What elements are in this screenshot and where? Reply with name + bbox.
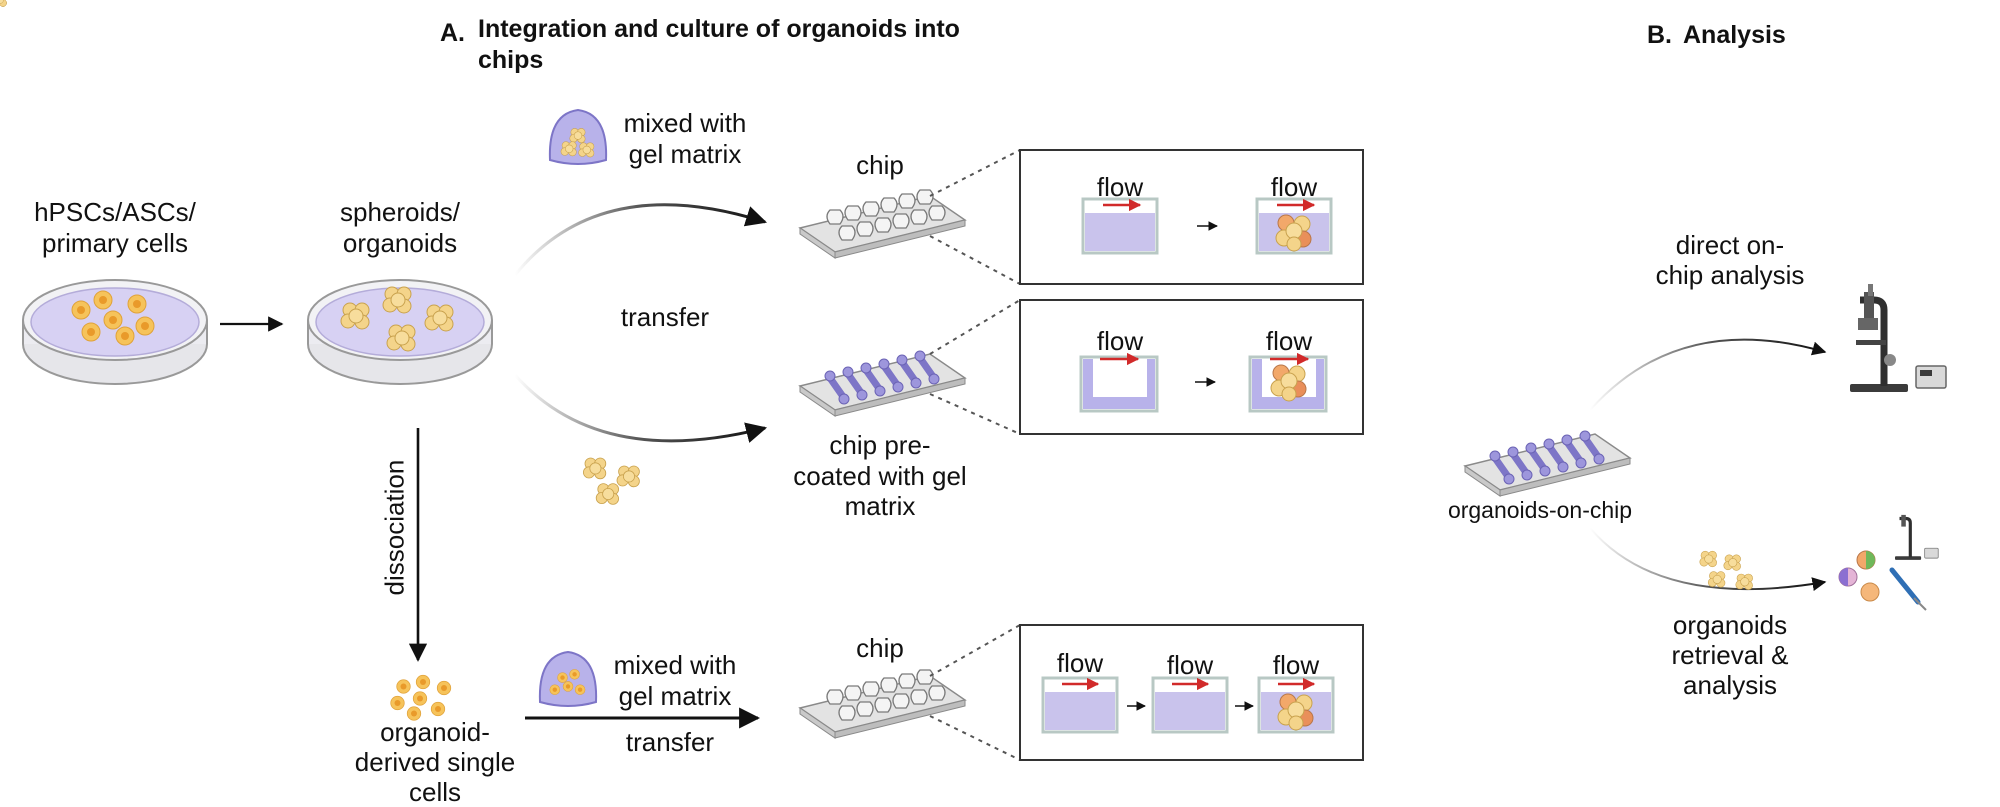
label-flow-mid-1: flow (1096, 326, 1144, 356)
arrow-to-chip-top (513, 203, 768, 276)
label-source-cells-1: hPSCs/ASCs/ (34, 197, 196, 227)
label-transfer-middle: transfer (620, 302, 710, 332)
label-direct-analysis-2: chip analysis (1655, 260, 1805, 290)
label-organoids-on-chip: organoids-on-chip (1447, 497, 1633, 523)
label-flow-top-1: flow (1096, 172, 1144, 202)
well-mid-2 (1248, 352, 1328, 413)
gel-drop-top (548, 109, 608, 165)
chip-organoids-on-chip (1465, 431, 1630, 496)
label-flow-top-2: flow (1270, 172, 1318, 202)
well-bot-1 (0, 0, 1119, 734)
label-transfer-bottom: transfer (625, 727, 715, 757)
label-flow-mid-2: flow (1265, 326, 1313, 356)
chip-top (799, 189, 966, 259)
microscope-icon (1850, 284, 1947, 392)
retrieved-organoids (1699, 550, 1753, 590)
well-top-2 (1255, 197, 1333, 255)
label-chip-bottom: chip (856, 633, 904, 663)
well-top-1 (0, 0, 1159, 255)
label-flow-bot-2: flow (1166, 650, 1214, 680)
label-chip-precoated-3: matrix (844, 491, 916, 521)
label-direct-analysis-1: direct on- (1675, 230, 1785, 260)
label-mixed-gel-bottom-1: mixed with (613, 650, 737, 680)
label-chip-top: chip (856, 150, 904, 180)
label-spheroids-2: organoids (342, 228, 458, 258)
label-chip-precoated-1: chip pre- (829, 430, 931, 460)
section-a-title-line2: chips (478, 46, 544, 74)
analysis-icons (1838, 514, 1939, 611)
label-single-cells-1: organoid- (380, 717, 490, 747)
label-single-cells-3: cells (408, 777, 461, 807)
zoom-lines (929, 149, 1021, 761)
section-b-letter: B. (1647, 21, 1672, 49)
section-b-title: Analysis (1683, 21, 1786, 49)
label-mixed-gel-top-1: mixed with (623, 108, 747, 138)
section-a-letter: A. (440, 19, 465, 47)
petri-dish-spheroids (307, 279, 493, 385)
label-mixed-gel-bottom-2: gel matrix (618, 681, 732, 711)
label-retrieval-2: retrieval & (1671, 640, 1789, 670)
label-mixed-gel-top-2: gel matrix (628, 139, 742, 169)
arrow-retrieval (1589, 527, 1827, 592)
well-bot-3 (1257, 676, 1335, 734)
arrow-direct-analysis (1589, 338, 1827, 411)
label-source-cells-2: primary cells (42, 228, 188, 258)
organoids-free (583, 457, 640, 505)
label-retrieval-1: organoids (1672, 610, 1788, 640)
well-mid-1 (0, 0, 1159, 413)
label-spheroids-1: spheroids/ (340, 197, 460, 227)
label-dissociation: dissociation (379, 459, 410, 596)
label-single-cells-2: derived single (354, 747, 516, 777)
arrow-to-chip-precoated (513, 373, 768, 443)
section-a-title-line1: Integration and culture of organoids int… (478, 15, 960, 43)
label-flow-bot-3: flow (1272, 650, 1320, 680)
label-chip-precoated-2: coated with gel (793, 461, 967, 491)
label-retrieval-3: analysis (1683, 670, 1777, 700)
chip-bottom (799, 669, 966, 739)
gel-drop-bottom (538, 651, 598, 707)
single-cells-cluster (390, 674, 452, 721)
chip-precoated (800, 351, 965, 416)
petri-dish-source (22, 279, 208, 385)
well-bot-2 (0, 0, 1229, 734)
label-flow-bot-1: flow (1056, 648, 1104, 678)
